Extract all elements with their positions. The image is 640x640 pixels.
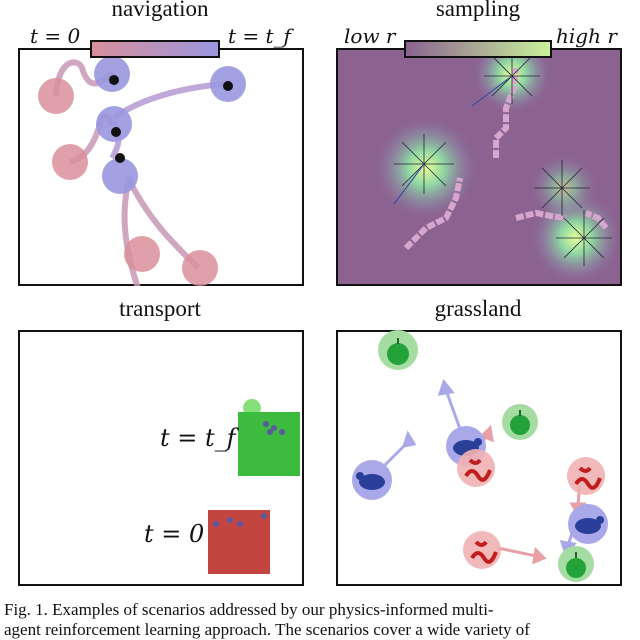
nav-agent-end — [96, 106, 132, 142]
apple-icon — [558, 546, 594, 582]
sampling-title: sampling — [435, 0, 521, 21]
nav-goal — [109, 75, 119, 85]
nav-goal — [111, 127, 121, 137]
figure-caption: Fig. 1. Examples of scenarios addressed … — [4, 600, 640, 640]
sampling-colorbar — [404, 40, 552, 58]
snake-icon — [463, 531, 501, 569]
transport-panel — [18, 330, 304, 586]
sheep-icon — [352, 460, 392, 500]
grassland-title: grassland — [434, 296, 522, 321]
navigation-trajectories — [38, 56, 246, 286]
navigation-title: navigation — [111, 0, 209, 21]
nav-label-start: t = 0 — [30, 24, 81, 48]
apple-icon — [378, 330, 418, 370]
nav-agent-end — [102, 158, 138, 194]
transport-goal-box — [238, 412, 300, 476]
nav-agent-start — [38, 78, 74, 114]
grassland-panel — [336, 330, 622, 586]
snake-icon — [567, 457, 605, 495]
transport-start-box — [208, 510, 270, 574]
nav-goal — [115, 153, 125, 163]
caption-line-2: agent reinforcement learning approach. T… — [4, 620, 530, 639]
nav-agent-start — [52, 144, 88, 180]
caption-line-1: Fig. 1. Examples of scenarios addressed … — [4, 600, 494, 619]
apple-icon — [502, 404, 538, 440]
transport-label-t0: t = 0 — [144, 520, 205, 548]
sheep-icon — [568, 504, 608, 544]
sampling-field — [336, 48, 622, 286]
nav-label-end: t = t_f — [228, 24, 291, 48]
sampling-label-low: low r — [344, 24, 396, 48]
grassland-scene — [352, 330, 608, 582]
nav-agent-start — [182, 250, 218, 286]
transport-label-tf: t = t_f — [160, 424, 236, 452]
nav-agent-start — [124, 236, 160, 272]
snake-icon — [457, 449, 495, 487]
nav-agent-end — [94, 56, 130, 92]
nav-goal — [223, 81, 233, 91]
transport-title: transport — [119, 296, 201, 321]
transport-scene — [208, 399, 300, 574]
sampling-panel — [336, 48, 622, 286]
navigation-colorbar — [90, 40, 220, 58]
sampling-label-high: high r — [556, 24, 617, 48]
